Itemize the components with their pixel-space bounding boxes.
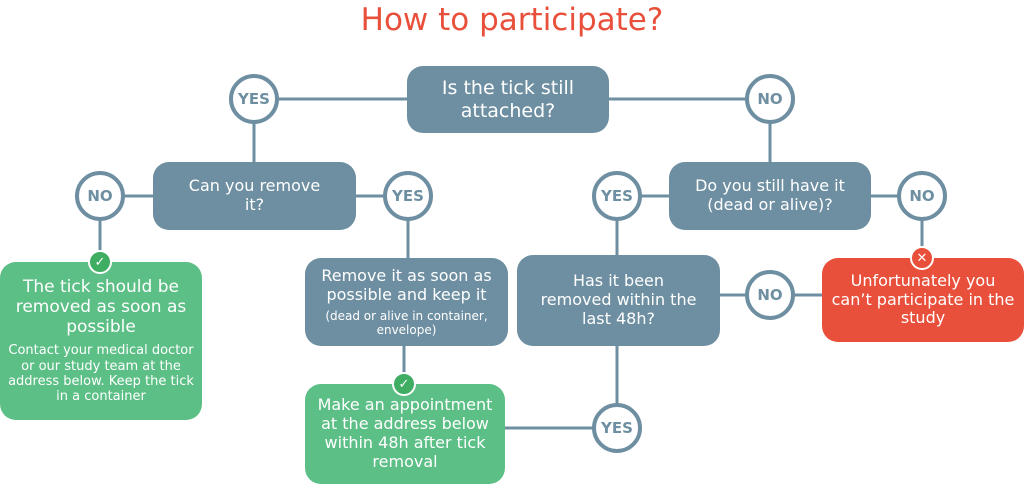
question-removed-48h: Has it been removed within the last 48h? — [517, 255, 720, 346]
outcome-cannot-participate-text: Unfortunately you can’t participate in t… — [831, 270, 1015, 328]
answer-yes-48h: YES — [592, 403, 642, 453]
action-remove-keep: Remove it as soon as possible and keep i… — [305, 258, 508, 346]
answer-yes-remove: YES — [383, 171, 433, 221]
question-tick-attached-text: Is the tick still attached? — [441, 77, 575, 122]
answer-no-remove: NO — [75, 171, 125, 221]
outcome-appointment: Make an appointment at the address below… — [305, 384, 505, 484]
cross-icon: ✕ — [910, 246, 934, 270]
outcome-removed-asap: The tick should be removed as soon as po… — [0, 262, 202, 420]
question-still-have-text: Do you still have it (dead or alive)? — [695, 176, 845, 214]
action-remove-keep-note: (dead or alive in container, envelope) — [325, 308, 488, 337]
question-still-have: Do you still have it (dead or alive)? — [669, 162, 871, 230]
answer-no-48h: NO — [745, 270, 795, 320]
outcome-removed-asap-note: Contact your medical doctor or our study… — [8, 343, 194, 405]
answer-no-have: NO — [897, 171, 947, 221]
answer-yes-have: YES — [592, 171, 642, 221]
question-can-remove-text: Can you remove it? — [188, 176, 321, 214]
answer-no-attached: NO — [745, 74, 795, 124]
action-remove-keep-text: Remove it as soon as possible and keep i… — [321, 265, 492, 304]
outcome-removed-asap-text: The tick should be removed as soon as po… — [15, 277, 187, 338]
answer-yes-attached: YES — [229, 74, 279, 124]
outcome-appointment-text: Make an appointment at the address below… — [317, 395, 493, 471]
page-title: How to participate? — [360, 2, 664, 38]
question-can-remove: Can you remove it? — [153, 162, 356, 230]
question-tick-attached: Is the tick still attached? — [407, 66, 609, 133]
outcome-cannot-participate: Unfortunately you can’t participate in t… — [822, 258, 1024, 342]
check-icon: ✓ — [392, 372, 416, 396]
check-icon: ✓ — [88, 250, 112, 274]
question-removed-48h-text: Has it been removed within the last 48h? — [540, 271, 697, 328]
